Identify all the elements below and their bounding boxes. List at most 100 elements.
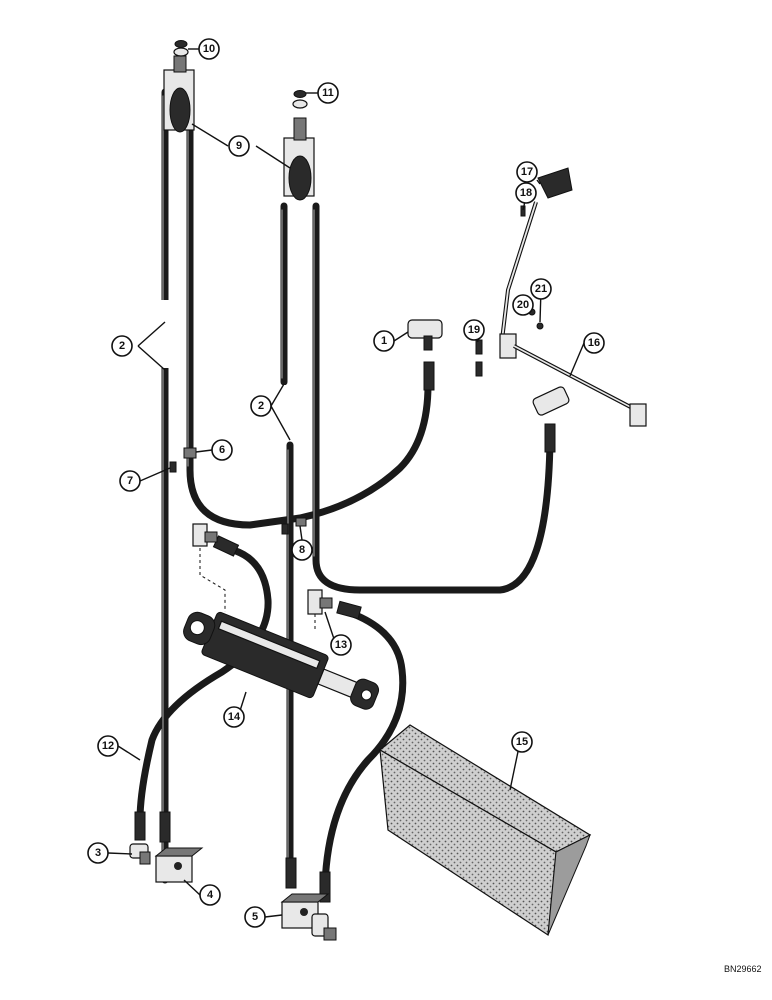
leader-6 bbox=[195, 449, 213, 453]
svg-text:5: 5 bbox=[252, 911, 258, 923]
elbow-port bbox=[323, 927, 337, 941]
clamp-6 bbox=[183, 447, 197, 459]
callout-21: 21 bbox=[530, 278, 552, 300]
lever-rod bbox=[500, 201, 538, 341]
callout-19: 19 bbox=[463, 319, 485, 341]
screw-8 bbox=[281, 523, 289, 535]
leader-4 bbox=[183, 879, 201, 896]
hose-group bbox=[136, 88, 554, 889]
bolt-19 bbox=[475, 361, 483, 377]
leader-5 bbox=[264, 914, 283, 918]
callout-13: 13 bbox=[330, 634, 352, 656]
hose-end-fittings bbox=[134, 361, 556, 903]
shaft-end-plate bbox=[629, 403, 647, 427]
callout-2a: 2 bbox=[111, 335, 133, 357]
svg-text:15: 15 bbox=[516, 736, 528, 748]
pulley-bracket-right bbox=[283, 90, 315, 201]
cover-edge bbox=[547, 833, 591, 936]
leader-1 bbox=[393, 331, 409, 342]
elbow-fitting-3 bbox=[129, 843, 151, 865]
block-hole bbox=[174, 862, 182, 870]
callout-1: 1 bbox=[373, 330, 395, 352]
leader-12 bbox=[117, 745, 141, 761]
callout-2b: 2 bbox=[250, 395, 272, 417]
svg-text:1: 1 bbox=[381, 335, 387, 347]
clamp-8 bbox=[295, 517, 307, 527]
leader-9b bbox=[255, 145, 291, 169]
clevis-hole bbox=[360, 689, 372, 701]
svg-text:4: 4 bbox=[207, 889, 214, 901]
hose-end-fitting bbox=[336, 600, 362, 620]
nut bbox=[174, 40, 188, 48]
tee-fitting-1 bbox=[407, 319, 443, 351]
callout-7: 7 bbox=[119, 470, 141, 492]
tee-stem bbox=[423, 335, 433, 351]
callout-18: 18 bbox=[515, 182, 537, 204]
base-eye-hole bbox=[189, 620, 205, 636]
tee-body bbox=[407, 319, 443, 339]
hose-end-fitting bbox=[423, 361, 435, 391]
svg-text:20: 20 bbox=[517, 299, 529, 311]
nut bbox=[293, 90, 307, 98]
block-4 bbox=[154, 847, 204, 883]
svg-text:18: 18 bbox=[520, 187, 532, 199]
callout-20: 20 bbox=[512, 294, 534, 316]
svg-text:7: 7 bbox=[127, 475, 133, 487]
leader-2b bbox=[137, 345, 166, 371]
callout-14: 14 bbox=[223, 706, 245, 728]
callout-11: 11 bbox=[317, 82, 339, 104]
block-top bbox=[280, 893, 330, 903]
pulley-wheel bbox=[288, 155, 312, 201]
svg-text:13: 13 bbox=[335, 639, 347, 651]
callout-6: 6 bbox=[211, 439, 233, 461]
cover-plate-15 bbox=[378, 724, 592, 937]
tee-fitting-right bbox=[532, 386, 570, 416]
svg-text:14: 14 bbox=[228, 711, 241, 723]
callout-9: 9 bbox=[228, 135, 250, 157]
pulley-wheel bbox=[169, 87, 191, 133]
leader-9a bbox=[191, 123, 229, 147]
lever-knob bbox=[537, 167, 573, 199]
callout-10: 10 bbox=[198, 38, 220, 60]
tee-body bbox=[532, 386, 570, 416]
elbow-port bbox=[319, 597, 333, 609]
hose-end-fitting bbox=[159, 811, 171, 843]
hose-cylinder-top bbox=[136, 546, 272, 824]
svg-text:2: 2 bbox=[258, 400, 264, 412]
callout-15: 15 bbox=[511, 731, 533, 753]
hose-end-fitting bbox=[544, 423, 556, 453]
assembly-line bbox=[199, 548, 226, 612]
svg-text:19: 19 bbox=[468, 324, 480, 336]
elbow-port bbox=[139, 851, 151, 865]
callout-17: 17 bbox=[516, 161, 538, 183]
leader-2d bbox=[270, 405, 291, 441]
hose-middle-right bbox=[312, 202, 554, 594]
elbow-port bbox=[204, 531, 218, 543]
block-hole bbox=[300, 908, 308, 916]
cylinder-barrel-highlight bbox=[217, 620, 321, 670]
control-lever-assembly bbox=[499, 167, 647, 427]
hose-end-fitting bbox=[285, 857, 297, 889]
hose-end-fitting bbox=[134, 811, 146, 841]
callout-12: 12 bbox=[97, 735, 119, 757]
callout-8: 8 bbox=[291, 539, 313, 561]
leader-2a bbox=[137, 321, 166, 347]
callout-16: 16 bbox=[583, 332, 605, 354]
svg-text:16: 16 bbox=[588, 337, 600, 349]
svg-text:10: 10 bbox=[203, 43, 215, 55]
bolt-19 bbox=[475, 339, 483, 355]
washer-21 bbox=[536, 322, 544, 330]
leader-17 bbox=[536, 179, 541, 185]
washer bbox=[292, 99, 308, 109]
threaded-stud bbox=[293, 117, 307, 141]
svg-text:2: 2 bbox=[119, 340, 125, 352]
svg-text:11: 11 bbox=[322, 87, 334, 99]
elbow-fitting-bottom bbox=[311, 913, 337, 941]
svg-text:21: 21 bbox=[535, 283, 547, 295]
hose-left-inner bbox=[186, 116, 432, 529]
svg-text:17: 17 bbox=[521, 166, 533, 178]
callout-3: 3 bbox=[87, 842, 109, 864]
svg-text:3: 3 bbox=[95, 847, 101, 859]
hydraulic-cylinder bbox=[183, 611, 380, 710]
